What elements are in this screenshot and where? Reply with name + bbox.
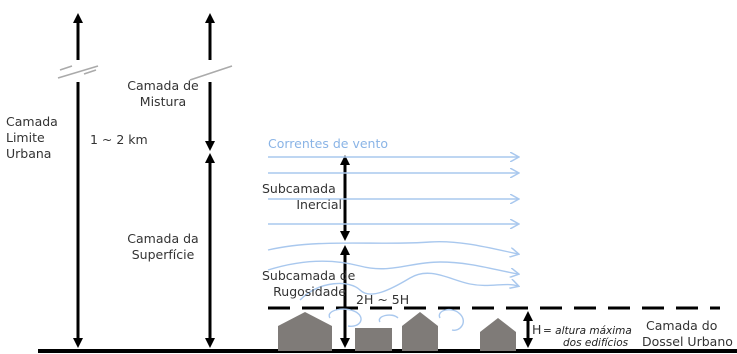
mixing-layer-label: Camada de Mistura	[127, 78, 199, 109]
urban-canopy-layer-label: Camada do Dossel Urbano	[642, 318, 733, 349]
building-height-note: = altura máxima dos edifícios	[543, 325, 632, 349]
ubl-height-label: 1 ~ 2 km	[90, 132, 148, 147]
roughness-sublayer-label: Subcamada de Rugosidade	[262, 268, 356, 299]
mixing-surface-arrow	[189, 12, 233, 348]
buildings	[278, 312, 516, 351]
roughness-height-label: 2H ~ 5H	[356, 292, 410, 307]
building-height-symbol: H	[532, 322, 542, 337]
urban-boundary-layer-label: Camada Limite Urbana	[6, 114, 58, 161]
wind-lines	[267, 157, 518, 331]
surface-layer-label: Camada da Superfície	[127, 231, 199, 262]
inertial-sublayer-label: Subcamada Inercial	[262, 181, 342, 212]
wind-currents-label: Correntes de vento	[268, 136, 389, 151]
ubl-arrow	[57, 12, 99, 348]
